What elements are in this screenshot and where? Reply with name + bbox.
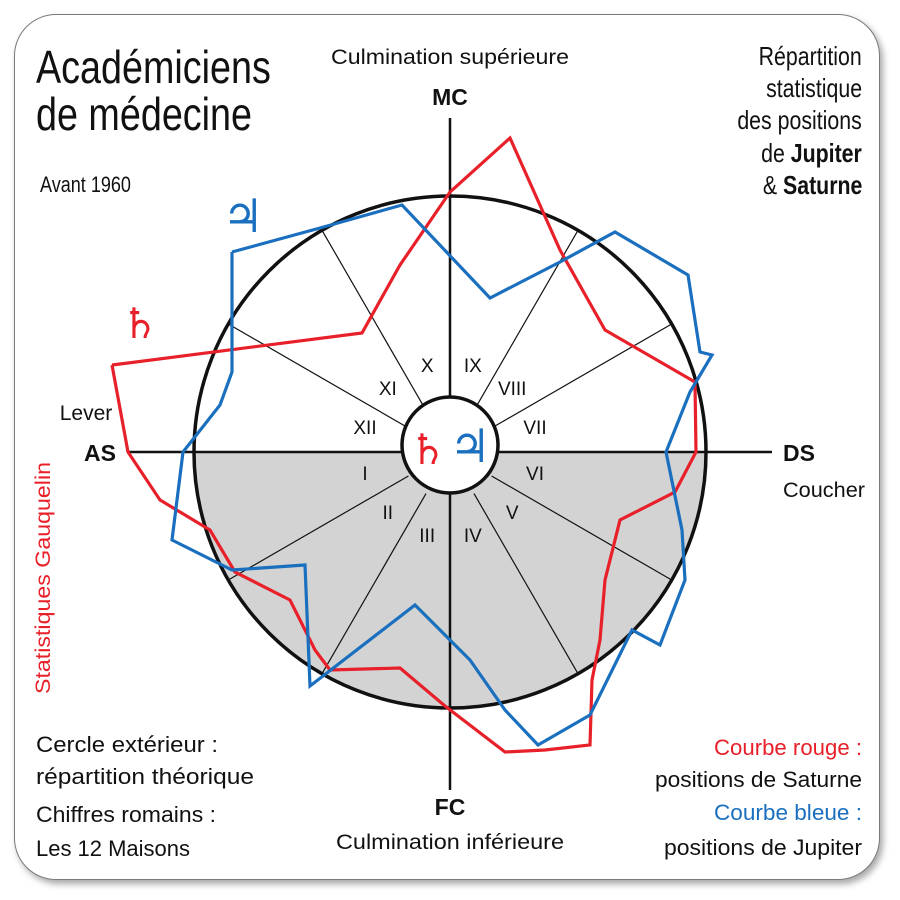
house-cusp-line [227, 323, 409, 429]
house-cusp-line [473, 493, 579, 675]
house-cusp-line [491, 323, 673, 429]
house-numeral-I: I [362, 464, 367, 485]
house-numeral-XII: XII [353, 418, 376, 439]
desc-line-5-prefix: & [762, 169, 783, 200]
house-cusp-line [227, 475, 409, 581]
mc-caption: Culmination supérieure [331, 46, 569, 69]
subtitle-text: Avant 1960 [40, 172, 131, 197]
house-cusp-line [321, 229, 427, 411]
legend-left-line1: Cercle extérieur : [36, 732, 218, 757]
house-numeral-II: II [383, 503, 394, 524]
house-numeral-XI: XI [379, 379, 397, 400]
subtitle: Avant 1960 [40, 172, 151, 197]
legend-red-title: Courbe rouge : [714, 735, 862, 760]
desc-line-4-prefix: de [761, 137, 791, 168]
description-block: Répartition statistique des positions de… [710, 40, 862, 201]
house-numeral-VIII: VIII [498, 379, 527, 400]
fc-label: FC [435, 794, 466, 820]
house-numeral-IX: IX [464, 356, 482, 377]
house-cusp-line [321, 493, 427, 675]
house-numeral-V: V [506, 503, 519, 524]
house-cusp-line [491, 475, 673, 581]
page-title: Académiciens de médecine [36, 41, 322, 141]
house-numeral-VII: VII [523, 418, 546, 439]
title-line-2: de médecine [36, 88, 252, 141]
legend-blue-desc: positions de Jupiter [664, 835, 862, 860]
title-line-1: Académiciens [36, 41, 271, 93]
desc-line-1: Répartition [758, 41, 862, 71]
desc-line-4: de Jupiter [761, 137, 862, 169]
fc-caption: Culmination inférieure [336, 831, 564, 854]
house-numeral-VI: VI [526, 464, 544, 485]
jupiter-center-symbol: ♃ [449, 419, 490, 473]
saturn-center-symbol: ♄ [409, 425, 447, 474]
legend-left-line2: répartition théorique [36, 764, 254, 789]
jupiter-curve-symbol: ♃ [222, 189, 263, 243]
center-circle [400, 395, 500, 495]
desc-line-3: des positions [737, 105, 862, 136]
saturn-curve [110, 135, 698, 754]
legend-blue-title: Courbe bleue : [714, 800, 862, 825]
legend-left-line4: Les 12 Maisons [36, 836, 190, 861]
ds-caption: Coucher [783, 479, 865, 502]
desc-line-2: statistique [765, 73, 862, 104]
as-label: AS [84, 440, 116, 466]
desc-saturne: Saturne [782, 169, 862, 200]
house-numeral-III: III [419, 526, 435, 547]
ds-label: DS [783, 440, 815, 466]
side-label: Statistiques Gauquelin [32, 462, 55, 694]
mc-label: MC [432, 84, 468, 110]
house-numeral-X: X [421, 356, 434, 377]
house-cusp-lines [227, 229, 673, 675]
legend-left-line3: Chiffres romains : [36, 802, 216, 827]
saturn-curve-symbol: ♄ [121, 299, 159, 348]
house-numeral-IV: IV [464, 526, 482, 547]
legend-red-desc: positions de Saturne [655, 767, 862, 792]
as-caption: Lever [60, 402, 113, 425]
desc-jupiter: Jupiter [790, 137, 862, 168]
jupiter-curve [170, 203, 715, 748]
desc-line-5: & Saturne [762, 169, 862, 201]
